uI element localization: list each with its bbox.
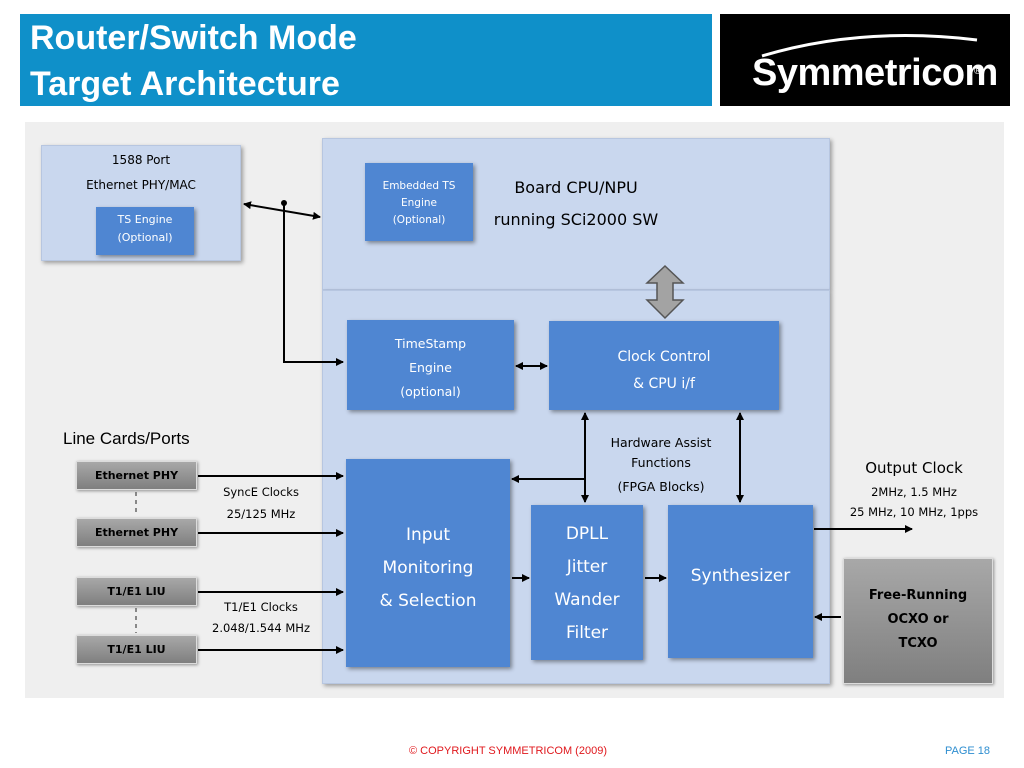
fpga-blocks-label: (FPGA Blocks): [617, 479, 705, 494]
embedded-ts-line3: (Optional): [392, 214, 446, 226]
free-running-oscillator-box: Free-Running OCXO or TCXO: [843, 558, 993, 684]
t1e1-liu-2: T1/E1 LIU: [76, 635, 197, 664]
timestamp-engine-box: TimeStamp Engine (optional): [347, 320, 514, 410]
ts-engine-optional: (Optional): [117, 231, 173, 244]
hardware-assist-line2: Functions: [631, 455, 691, 470]
hardware-assist-label: Hardware Assist Functions: [590, 433, 732, 473]
board-cpu-label: Board CPU/NPU: [514, 178, 638, 197]
wire-1588-to-timestamp: [281, 200, 344, 366]
synce-clocks-label: SyncE Clocks: [223, 485, 299, 499]
t1e1-clocks-label: T1/E1 Clocks: [224, 600, 298, 614]
logo-text: Symmetricom: [752, 52, 998, 94]
output-clock-heading: Output Clock: [865, 459, 963, 477]
synthesizer-box: Synthesizer: [668, 505, 813, 658]
timestamp-engine-line1: TimeStamp: [394, 336, 467, 351]
hardware-assist-line1: Hardware Assist: [610, 435, 712, 450]
input-monitoring-box: Input Monitoring & Selection: [346, 459, 510, 667]
dpll-box: DPLL Jitter Wander Filter: [531, 505, 643, 660]
input-monitoring-line3: & Selection: [379, 591, 477, 611]
dpll-line3: Wander: [554, 590, 620, 610]
slide-title-line2: Target Architecture: [30, 65, 340, 103]
synce-freq-label: 25/125 MHz: [226, 507, 296, 521]
embedded-ts-line2: Engine: [401, 197, 437, 209]
synthesizer-label: Synthesizer: [690, 566, 791, 586]
slide-title-line1: Router/Switch Mode: [30, 19, 357, 57]
timestamp-engine-line3: (optional): [400, 384, 461, 399]
clock-control-line2: & CPU i/f: [633, 376, 695, 392]
input-monitoring-line1: Input: [405, 525, 451, 545]
dpll-line2: Jitter: [566, 557, 608, 577]
logo-swoosh-icon: [761, 34, 978, 58]
dpll-line4: Filter: [565, 623, 609, 643]
title-bar: [20, 14, 712, 106]
free-running-line2: OCXO or: [887, 612, 949, 627]
t1e1-freq-label: 2.048/1.544 MHz: [212, 621, 310, 635]
t1e1-liu-1: T1/E1 LIU: [76, 577, 197, 606]
ts-engine-box: TS Engine (Optional): [96, 207, 194, 255]
line-cards-heading: Line Cards/Ports: [63, 429, 190, 448]
port-1588-label: 1588 Port: [111, 153, 171, 167]
output-clock-freq1: 2MHz, 1.5 MHz: [871, 485, 957, 499]
wire-1588-to-cpu: [243, 201, 321, 220]
board-cpu-sw-label: running SCi2000 SW: [493, 210, 659, 229]
output-clock-freq2: 25 MHz, 10 MHz, 1pps: [849, 505, 979, 519]
cpu-clock-bidirectional-arrow-icon: [645, 264, 685, 320]
ethernet-phy-1: Ethernet PHY: [76, 461, 197, 490]
input-monitoring-line2: Monitoring: [382, 558, 474, 578]
port-1588-phy-label: Ethernet PHY/MAC: [86, 178, 196, 192]
logo-box: [720, 14, 1010, 106]
footer-copyright: © COPYRIGHT SYMMETRICOM (2009): [409, 745, 607, 757]
dpll-line1: DPLL: [565, 524, 609, 544]
logo-registered-mark: ®: [974, 66, 982, 77]
ethernet-phy-2: Ethernet PHY: [76, 518, 197, 547]
footer-page-number: PAGE 18: [945, 745, 991, 757]
clock-control-line1: Clock Control: [617, 349, 711, 365]
clock-control-box: Clock Control & CPU i/f: [549, 321, 779, 410]
timestamp-engine-line2: Engine: [409, 360, 452, 375]
embedded-ts-engine-box: Embedded TS Engine (Optional): [365, 163, 473, 241]
free-running-line1: Free-Running: [868, 588, 968, 603]
embedded-ts-line1: Embedded TS: [382, 180, 456, 192]
free-running-line3: TCXO: [898, 636, 938, 651]
ts-engine-label: TS Engine: [117, 213, 173, 226]
